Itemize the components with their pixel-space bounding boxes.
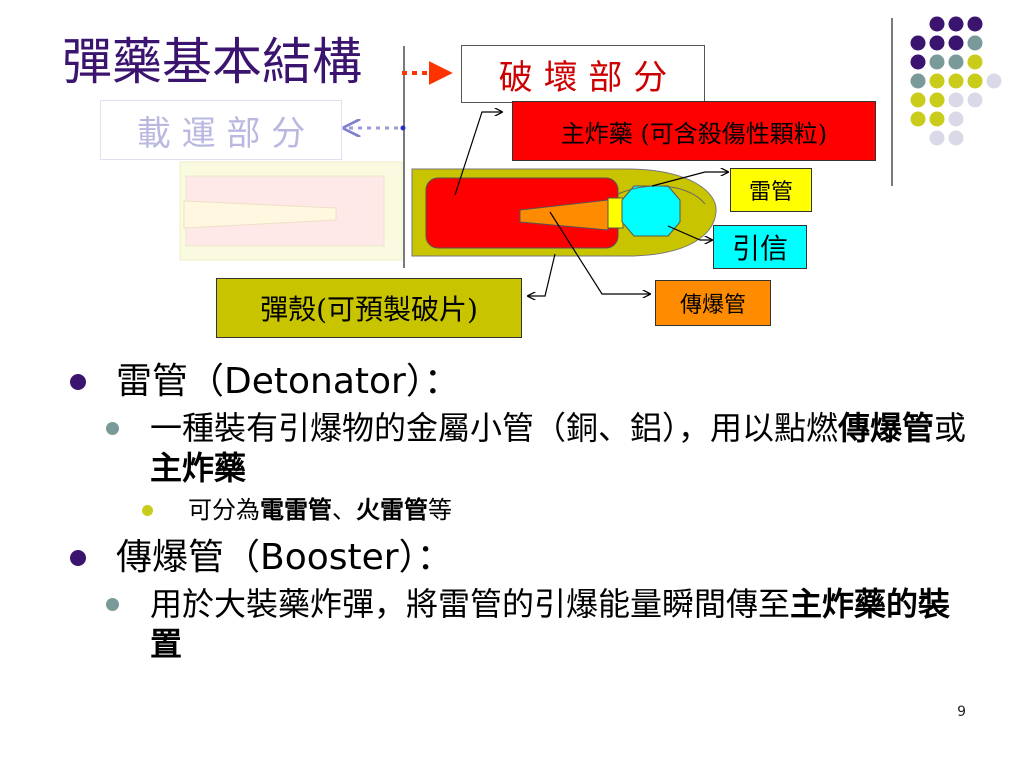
sub-bullet-text: 用於大裝藥炸彈，將雷管的引爆能量瞬間傳至	[150, 585, 791, 623]
decorative-dot	[929, 35, 945, 51]
decorative-dot	[967, 16, 983, 32]
bullet-detonator: 雷管（Detonator）：	[70, 360, 970, 404]
decorative-dot	[948, 130, 964, 146]
sub-bullet-booster: 用於大裝藥炸彈，將雷管的引爆能量瞬間傳至主炸藥的裝置	[70, 584, 970, 664]
decorative-dot	[910, 54, 926, 70]
corner-divider-line	[891, 18, 893, 186]
decorative-dot	[929, 130, 945, 146]
decorative-dot	[910, 92, 926, 108]
decorative-dot	[929, 54, 945, 70]
carry-part-label: 載 運 部 分	[100, 100, 342, 160]
booster-shape	[519, 199, 609, 231]
bullet-dot-icon	[106, 422, 119, 435]
munition-diagram	[179, 61, 1024, 340]
booster-label: 傳爆管	[655, 280, 771, 326]
sub-bullet-text: 或	[934, 409, 967, 447]
sub-bullet-bold: 傳爆管	[838, 409, 935, 447]
fuze-shape	[621, 185, 681, 237]
decorative-dot	[948, 16, 964, 32]
detonator-shape	[607, 197, 624, 229]
decorative-dot	[929, 16, 945, 32]
page-number: 9	[957, 704, 966, 720]
sub-bullet-bold: 主炸藥的裝置	[150, 585, 951, 663]
subsub-text: 等	[428, 496, 452, 524]
sub-bullet-detonator: 一種裝有引爆物的金屬小管（銅、鋁），用以點燃傳爆管或主炸藥	[70, 408, 970, 488]
subsub-text: 可分為	[188, 496, 260, 524]
decorative-dot	[967, 73, 983, 89]
decorative-dot	[929, 92, 945, 108]
casing-label: 彈殼(可預製破片)	[216, 278, 522, 338]
decorative-dot	[948, 54, 964, 70]
subsub-bullet-detonator-types: 可分為電雷管、火雷管等	[70, 494, 970, 526]
decorative-dot	[948, 111, 964, 127]
decorative-dot	[948, 73, 964, 89]
bullet-dot-icon	[106, 598, 119, 611]
decorative-dot	[910, 111, 926, 127]
detonator-label: 雷管	[730, 168, 812, 212]
destroy-part-label: 破 壞 部 分	[461, 45, 705, 103]
main-charge-label: 主炸藥 (可含殺傷性顆粒)	[512, 101, 876, 161]
carry-part-illustration	[179, 161, 403, 261]
slide-title: 彈藥基本結構	[62, 33, 362, 91]
decorative-dot	[948, 35, 964, 51]
fuze-label: 引信	[713, 225, 807, 269]
decorative-dot	[967, 92, 983, 108]
sub-bullet-text: 一種裝有引爆物的金屬小管（銅、鋁），用以點燃	[150, 409, 839, 447]
sub-bullet-bold: 主炸藥	[150, 449, 247, 487]
subsub-text: 、	[332, 496, 356, 524]
decorative-dot	[929, 73, 945, 89]
bullet-list: 雷管（Detonator）： 一種裝有引爆物的金屬小管（銅、鋁），用以點燃傳爆管…	[70, 360, 970, 670]
bullet-heading: 雷管（Detonator）：	[116, 361, 460, 402]
decorative-dot	[929, 111, 945, 127]
bullet-heading: 傳爆管（Booster）：	[116, 537, 453, 578]
decorative-dot	[910, 73, 926, 89]
decorative-dot	[986, 73, 1002, 89]
subsub-bold: 電雷管	[260, 496, 332, 524]
decorative-dot-grid	[910, 16, 1002, 146]
diagram-divider-line	[403, 46, 405, 268]
bullet-dot-icon	[70, 374, 86, 390]
bullet-dot-icon	[142, 505, 153, 516]
decorative-dot	[967, 54, 983, 70]
bullet-booster: 傳爆管（Booster）：	[70, 536, 970, 580]
bullet-dot-icon	[70, 550, 86, 566]
decorative-dot	[948, 92, 964, 108]
subsub-bold: 火雷管	[356, 496, 428, 524]
decorative-dot	[910, 35, 926, 51]
decorative-dot	[967, 35, 983, 51]
